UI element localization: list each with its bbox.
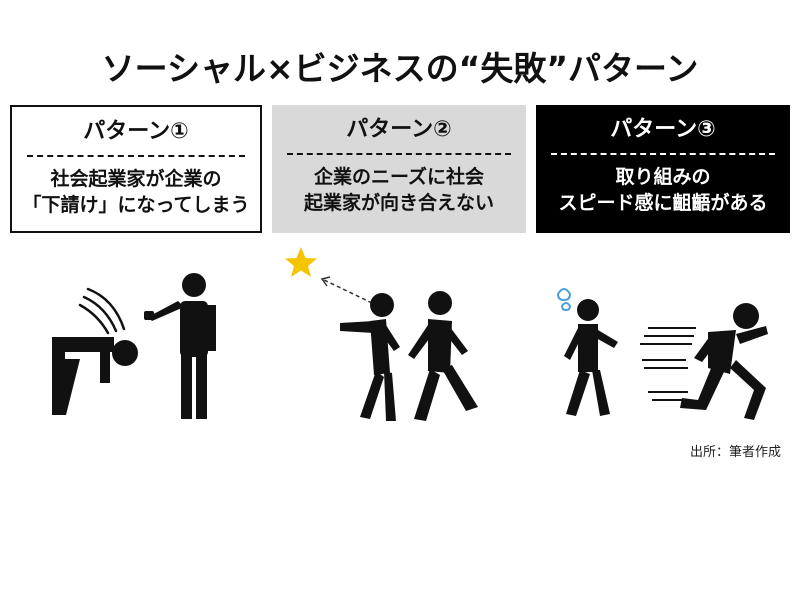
running-person-icon [680,303,768,420]
pattern-3-illustration [556,288,768,420]
page-title: ソーシャル×ビジネスの“失敗”パターン [101,49,699,88]
dashed-divider [26,155,246,157]
pattern-description-line: 起業家が向き合えない [303,192,494,214]
walking-person-icon [564,299,618,416]
dashed-divider [551,153,775,155]
pattern-heading: パターン① [83,119,189,144]
pattern-box-2: パターン② 企業のニーズに社会 起業家が向き合えない [272,105,526,233]
sweat-drop-icon [556,288,572,312]
pattern-1-illustration [52,273,216,419]
source-note: 出所：筆者作成 [690,445,782,460]
pattern-description: 社会起業家が企業の 「下請け」になってしまう [12,166,260,218]
pointing-person-icon [144,273,216,419]
walking-away-person-icon [408,291,478,421]
pattern-heading: パターン② [346,117,452,142]
dashed-divider [287,153,511,155]
pattern-description-line: 取り組みの [615,166,711,188]
speed-lines-icon [640,327,696,401]
pattern-2-illustration [285,247,478,421]
pattern-box-3: パターン③ 取り組みの スピード感に齟齬がある [536,105,790,233]
reaching-person-icon [340,293,400,421]
pattern-description-line: スピード感に齟齬がある [558,192,768,214]
pattern-description: 取り組みの スピード感に齟齬がある [536,164,790,216]
star-icon [285,247,317,277]
bowing-person-icon [52,287,138,415]
pattern-box-1: パターン① 社会起業家が企業の 「下請け」になってしまう [10,105,262,233]
pattern-description-line: 「下請け」になってしまう [22,194,250,216]
pattern-description: 企業のニーズに社会 起業家が向き合えない [272,164,526,216]
dashed-arrow-icon [320,276,373,304]
pattern-description-line: 社会起業家が企業の [50,168,222,190]
pattern-heading: パターン③ [610,117,716,142]
pattern-description-line: 企業のニーズに社会 [313,166,485,188]
